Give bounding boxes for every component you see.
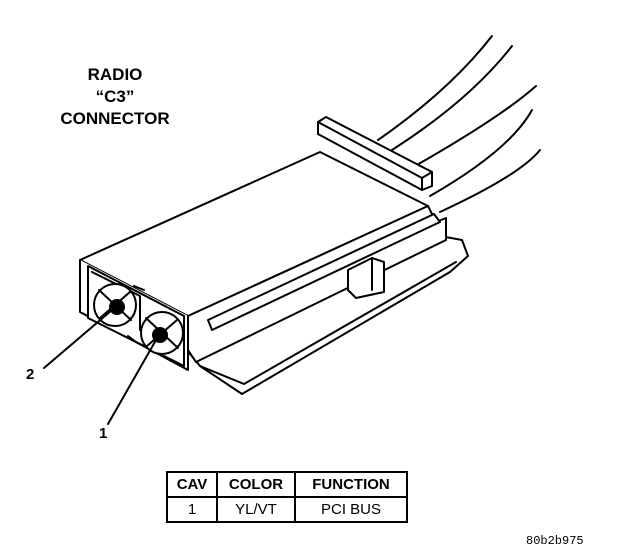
connector-title: RADIO “C3” CONNECTOR — [40, 64, 190, 130]
title-line-connector: CONNECTOR — [60, 109, 170, 128]
cell-color: YL/VT — [216, 496, 296, 523]
leader-line-2 — [43, 309, 113, 369]
callout-label-1: 1 — [99, 425, 108, 442]
table-header-row: CAV COLOR FUNCTION — [166, 471, 408, 498]
wire-harness — [377, 35, 541, 213]
cell-function: PCI BUS — [294, 496, 408, 523]
latch-bar — [317, 116, 433, 191]
header-cav: CAV — [166, 471, 218, 498]
cavity-1-terminal — [152, 327, 168, 343]
cavity-1 — [140, 311, 184, 355]
table-row: 1 YL/VT PCI BUS — [166, 496, 408, 523]
title-line-radio: RADIO — [87, 65, 143, 84]
title-line-c3: “C3” — [95, 87, 135, 106]
header-color: COLOR — [216, 471, 296, 498]
header-function: FUNCTION — [294, 471, 408, 498]
cavity-2-terminal — [109, 299, 125, 315]
callout-label-2: 2 — [26, 366, 35, 383]
leader-line-1 — [107, 339, 157, 425]
figure-reference-code: 80b2b975 — [526, 534, 584, 548]
cell-cav: 1 — [166, 496, 218, 523]
pinout-table: CAV COLOR FUNCTION 1 YL/VT PCI BUS — [166, 471, 408, 523]
